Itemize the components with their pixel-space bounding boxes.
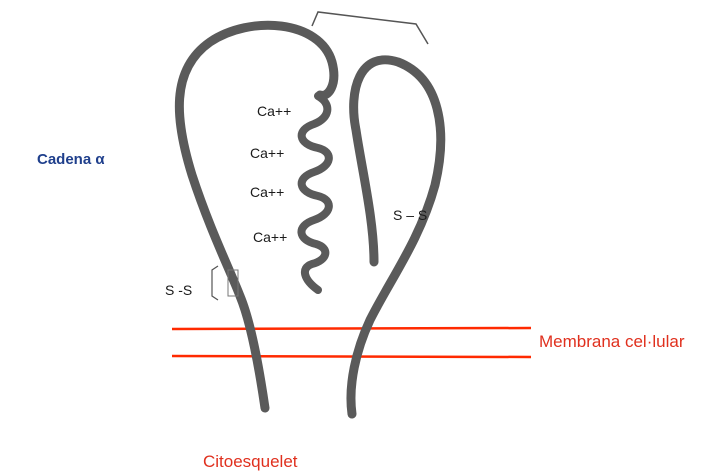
- membrane-label: Membrana cel·lular: [539, 333, 685, 350]
- left-disulfide-bracket: [212, 266, 218, 300]
- disulfide-label-right: S – S: [393, 208, 427, 222]
- membrane-line-bottom: [172, 356, 531, 357]
- calcium-label-3: Ca++: [250, 185, 284, 199]
- top-bracket: [312, 12, 428, 44]
- calcium-label-4: Ca++: [253, 230, 287, 244]
- disulfide-label-left: S -S: [165, 283, 192, 297]
- calcium-binding-coil: [301, 96, 328, 290]
- beta-chain: [351, 60, 441, 414]
- membrane-line-top: [172, 328, 531, 329]
- calcium-label-2: Ca++: [250, 146, 284, 160]
- alpha-chain-label: Cadena α: [37, 152, 105, 167]
- alpha-chain: [179, 25, 333, 408]
- calcium-label-1: Ca++: [257, 104, 291, 118]
- cytoskeleton-label: Citoesquelet: [203, 453, 298, 470]
